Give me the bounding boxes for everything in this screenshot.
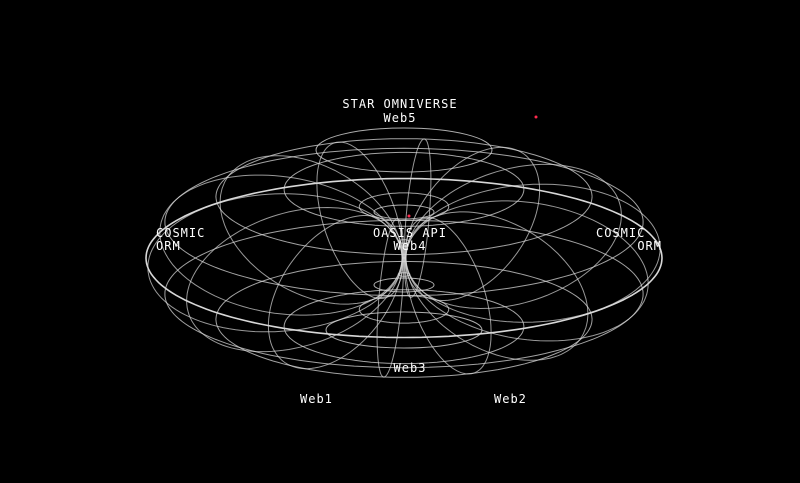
torus-throat-ring bbox=[325, 311, 483, 349]
torus-latitude-ring bbox=[283, 289, 525, 365]
torus-meridian-loop bbox=[404, 217, 492, 375]
label-star-omniverse: STAR OMNIVERSE bbox=[342, 97, 458, 111]
torus-meridian-loop bbox=[404, 211, 589, 361]
torus-latitude-ring bbox=[283, 151, 525, 227]
label-web3: Web3 bbox=[393, 361, 427, 375]
label-orm-left: ORM bbox=[156, 239, 181, 253]
torus-latitude-ring bbox=[145, 177, 663, 339]
torus-meridian-loop bbox=[405, 200, 649, 342]
label-cosmic-left: COSMIC bbox=[156, 226, 206, 240]
label-orm-right: ORM bbox=[637, 239, 662, 253]
label-web4: Web4 bbox=[393, 239, 427, 253]
label-web2: Web2 bbox=[494, 392, 527, 406]
torus-throat-ring bbox=[315, 127, 493, 173]
torus-throat-ring bbox=[373, 204, 435, 220]
torus-latitude-ring bbox=[164, 219, 644, 369]
torus-meridian-loop bbox=[267, 215, 404, 370]
label-web5: Web5 bbox=[383, 111, 417, 125]
torus-throat-ring bbox=[373, 277, 435, 293]
label-web1: Web1 bbox=[300, 392, 333, 406]
torus-latitude-ring bbox=[215, 138, 593, 256]
accent-dot bbox=[407, 214, 411, 218]
torus-meridian-loop bbox=[376, 218, 405, 378]
label-oasis-api: OASIS API bbox=[372, 226, 448, 240]
torus-latitude-ring bbox=[164, 147, 644, 297]
torus-meridian-loop bbox=[186, 206, 403, 353]
torus-latitude-ring bbox=[215, 260, 593, 378]
label-cosmic-right: COSMIC bbox=[596, 226, 646, 240]
accent-dot bbox=[534, 115, 538, 119]
torus-latitude-ring bbox=[358, 192, 450, 221]
